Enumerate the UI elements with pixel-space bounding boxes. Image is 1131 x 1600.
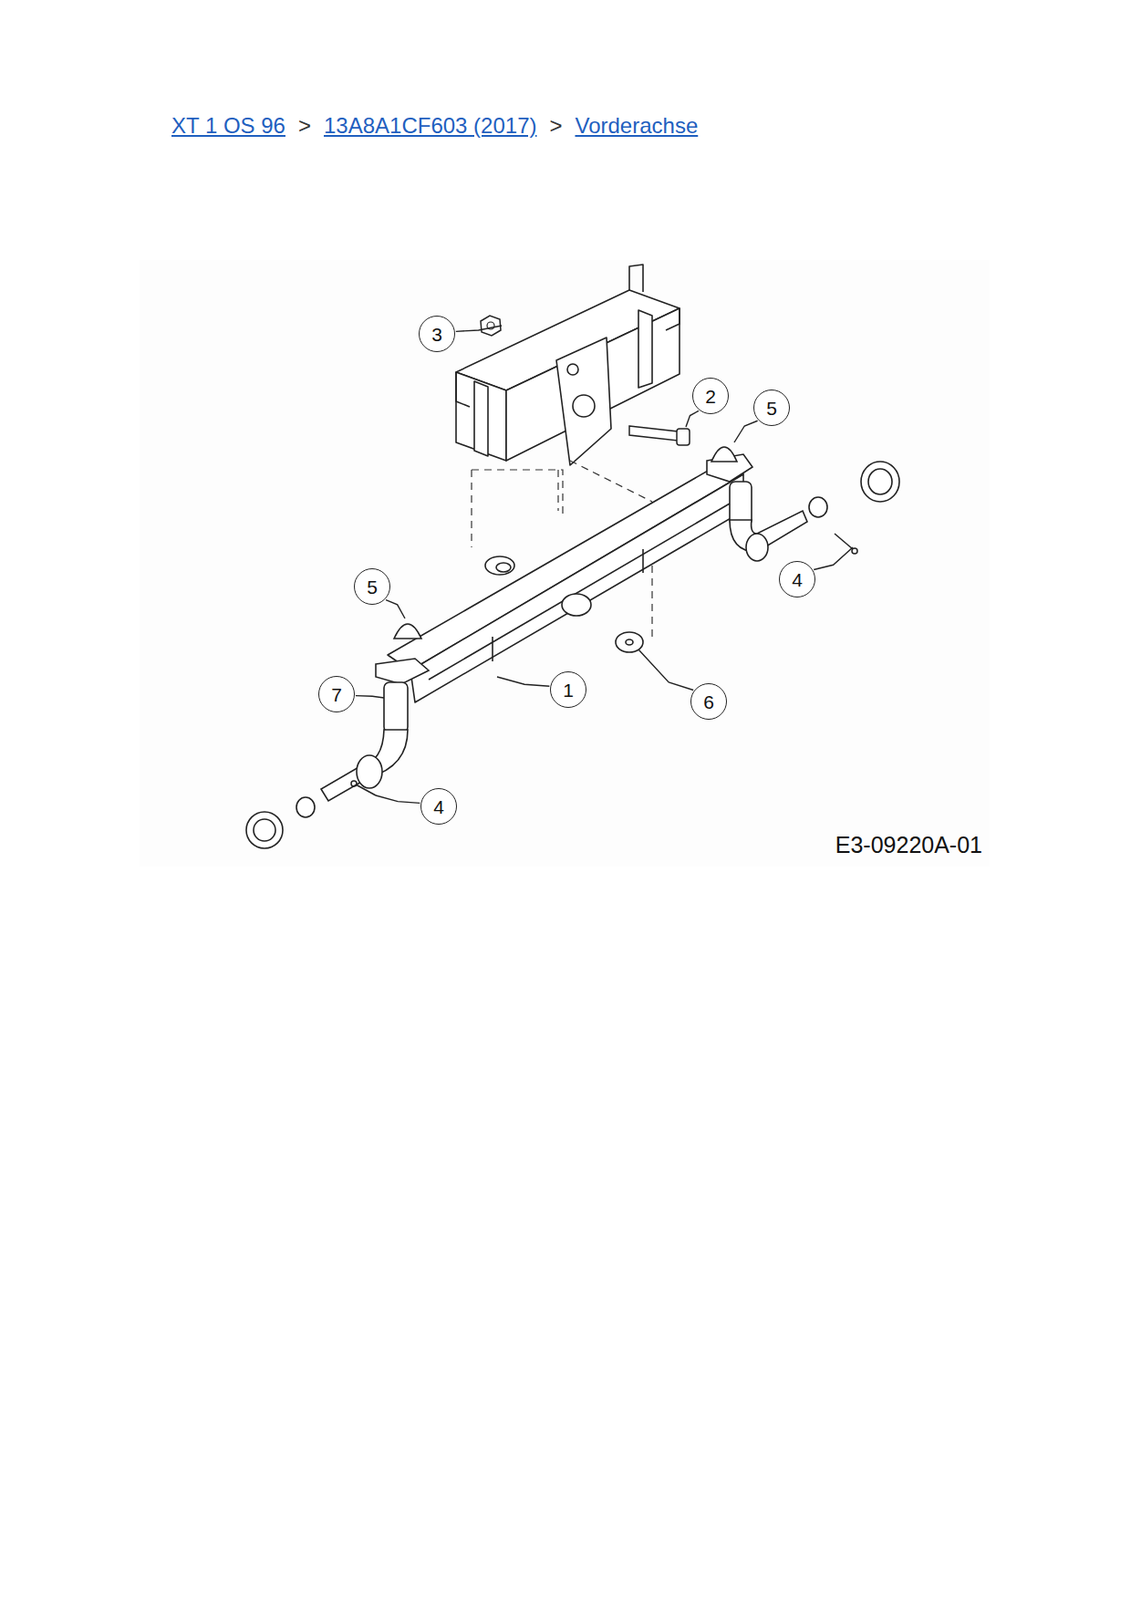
leader-line xyxy=(355,695,384,698)
leader-line xyxy=(813,547,853,571)
leader-line xyxy=(497,676,550,686)
bolt xyxy=(629,425,690,446)
breadcrumb-link: 13A8A1CF603 (2017) xyxy=(323,113,537,139)
leader-lines xyxy=(355,325,853,803)
callout-circle: 5 xyxy=(353,568,391,605)
callout-circle: 1 xyxy=(549,671,587,708)
callout-circle: 6 xyxy=(690,683,727,720)
nut xyxy=(480,315,501,336)
axle-beam xyxy=(387,463,744,703)
bushing xyxy=(485,556,515,575)
figure-code: E3-09220A-01 xyxy=(835,831,983,859)
figure-ground xyxy=(139,259,990,867)
callout-number: 5 xyxy=(766,398,778,418)
callout-number: 4 xyxy=(433,797,445,817)
callout-number: 4 xyxy=(791,570,803,590)
leader-line xyxy=(638,649,694,691)
breadcrumb-link: XT 1 OS 96 xyxy=(171,113,286,139)
callout-circle: 5 xyxy=(753,389,790,426)
breadcrumb-separator: > xyxy=(298,113,312,139)
leader-line xyxy=(375,795,420,803)
callout-circle: 4 xyxy=(420,788,457,825)
callout-number: 5 xyxy=(366,577,378,597)
right-spindle xyxy=(706,454,900,561)
left-spindle xyxy=(246,658,429,849)
leader-line xyxy=(734,420,758,443)
callout-number: 7 xyxy=(331,684,343,705)
callout-number: 3 xyxy=(431,324,443,344)
caps xyxy=(394,446,737,639)
cotter-pins xyxy=(351,533,858,796)
leader-line xyxy=(685,410,699,427)
callout-circle: 2 xyxy=(692,377,729,415)
breadcrumb-separator: > xyxy=(549,113,562,139)
leader-line xyxy=(456,325,502,332)
callout-number: 6 xyxy=(703,692,715,712)
leader-line xyxy=(385,600,405,619)
callout-circle: 4 xyxy=(778,560,816,598)
breadcrumb-link: Vorderachse xyxy=(574,113,698,139)
breadcrumb: XT 1 OS 96 >13A8A1CF603 (2017) > Vorderachs… xyxy=(171,113,698,139)
callout-number: 2 xyxy=(705,386,716,406)
callout-number: 1 xyxy=(562,680,574,700)
callout-circle: 3 xyxy=(418,315,456,353)
callout-circle: 7 xyxy=(318,675,355,713)
